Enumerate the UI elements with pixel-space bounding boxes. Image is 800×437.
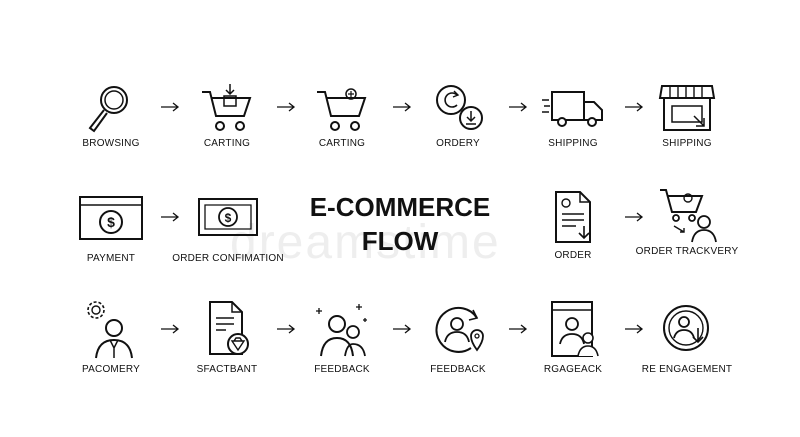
cart-icon (311, 82, 373, 134)
customer-window-icon (542, 298, 604, 360)
node-label: SFACTBANT (196, 364, 258, 375)
arrow-right-icon (624, 324, 644, 334)
arrow-right-icon (508, 102, 528, 112)
cart-add-icon (196, 82, 258, 134)
customer-gear-icon (80, 298, 142, 360)
node-ordery: ORDERY (403, 82, 513, 149)
node-label: SHIPPING (548, 138, 598, 149)
customer-location-icon (427, 298, 489, 360)
cart-customer-icon (654, 186, 720, 244)
arrow-right-icon (160, 102, 180, 112)
storefront-icon (656, 82, 718, 134)
arrow-right-icon (508, 324, 528, 334)
node-order-confirmation: $ ORDER CONFIMATION (166, 195, 290, 264)
delivery-truck-icon (542, 82, 606, 134)
magnifier-icon (80, 82, 142, 134)
payment-window-icon: $ (78, 195, 144, 241)
svg-text:$: $ (107, 214, 115, 230)
document-diamond-icon (196, 298, 258, 360)
node-re-engagement: RE ENGAGEMENT (632, 298, 742, 375)
node-label: PAYMENT (86, 253, 136, 264)
node-shipping-2: SHIPPING (632, 82, 742, 149)
node-feedback-1: FEEDBACK (287, 298, 397, 375)
arrow-right-icon (160, 324, 180, 334)
node-label: ORDER CONFIMATION (172, 253, 284, 264)
arrow-right-icon (276, 102, 296, 112)
node-label: ORDER TRACKVERY (635, 246, 739, 257)
node-label: CARTING (318, 138, 366, 149)
arrow-right-icon (624, 102, 644, 112)
node-label: RGAGEACK (543, 364, 603, 375)
node-shipping-1: SHIPPING (518, 82, 628, 149)
title-line-2: FLOW (361, 226, 439, 256)
node-label: FEEDBACK (314, 364, 370, 375)
node-label: CARTING (203, 138, 251, 149)
node-label: ORDERY (436, 138, 480, 149)
node-order: ORDER (518, 190, 628, 261)
node-rgageack: RGAGEACK (518, 298, 628, 375)
page-title: E-COMMERCE FLOW (290, 190, 510, 258)
node-label: ORDER (554, 250, 592, 261)
watermark: dreamstime (230, 216, 501, 269)
arrow-right-icon (392, 102, 412, 112)
node-order-trackvery: ORDER TRACKVERY (632, 186, 742, 257)
arrow-right-icon (392, 324, 412, 334)
customers-sparkle-icon (316, 304, 367, 360)
node-sfactbant: SFACTBANT (172, 298, 282, 375)
node-payment: $ PAYMENT (56, 195, 166, 264)
node-label: PACOMERY (82, 364, 140, 375)
arrow-right-icon (276, 324, 296, 334)
order-refresh-icon (427, 82, 489, 134)
svg-text:$: $ (225, 211, 232, 225)
node-carting-1: CARTING (172, 82, 282, 149)
node-label: FEEDBACK (430, 364, 486, 375)
document-download-icon (542, 190, 604, 244)
reengagement-icon (656, 298, 718, 360)
node-label: BROWSING (82, 138, 140, 149)
node-pacomery: PACOMERY (56, 298, 166, 375)
arrow-right-icon (160, 212, 180, 222)
node-browsing: BROWSING (56, 82, 166, 149)
payment-screen-icon: $ (195, 195, 261, 241)
node-label: SHIPPING (662, 138, 712, 149)
title-line-1: E-COMMERCE (309, 192, 491, 222)
node-feedback-2: FEEDBACK (403, 298, 513, 375)
node-label: RE ENGAGEMENT (641, 364, 733, 375)
arrow-right-icon (624, 212, 644, 222)
node-carting-2: CARTING (287, 82, 397, 149)
